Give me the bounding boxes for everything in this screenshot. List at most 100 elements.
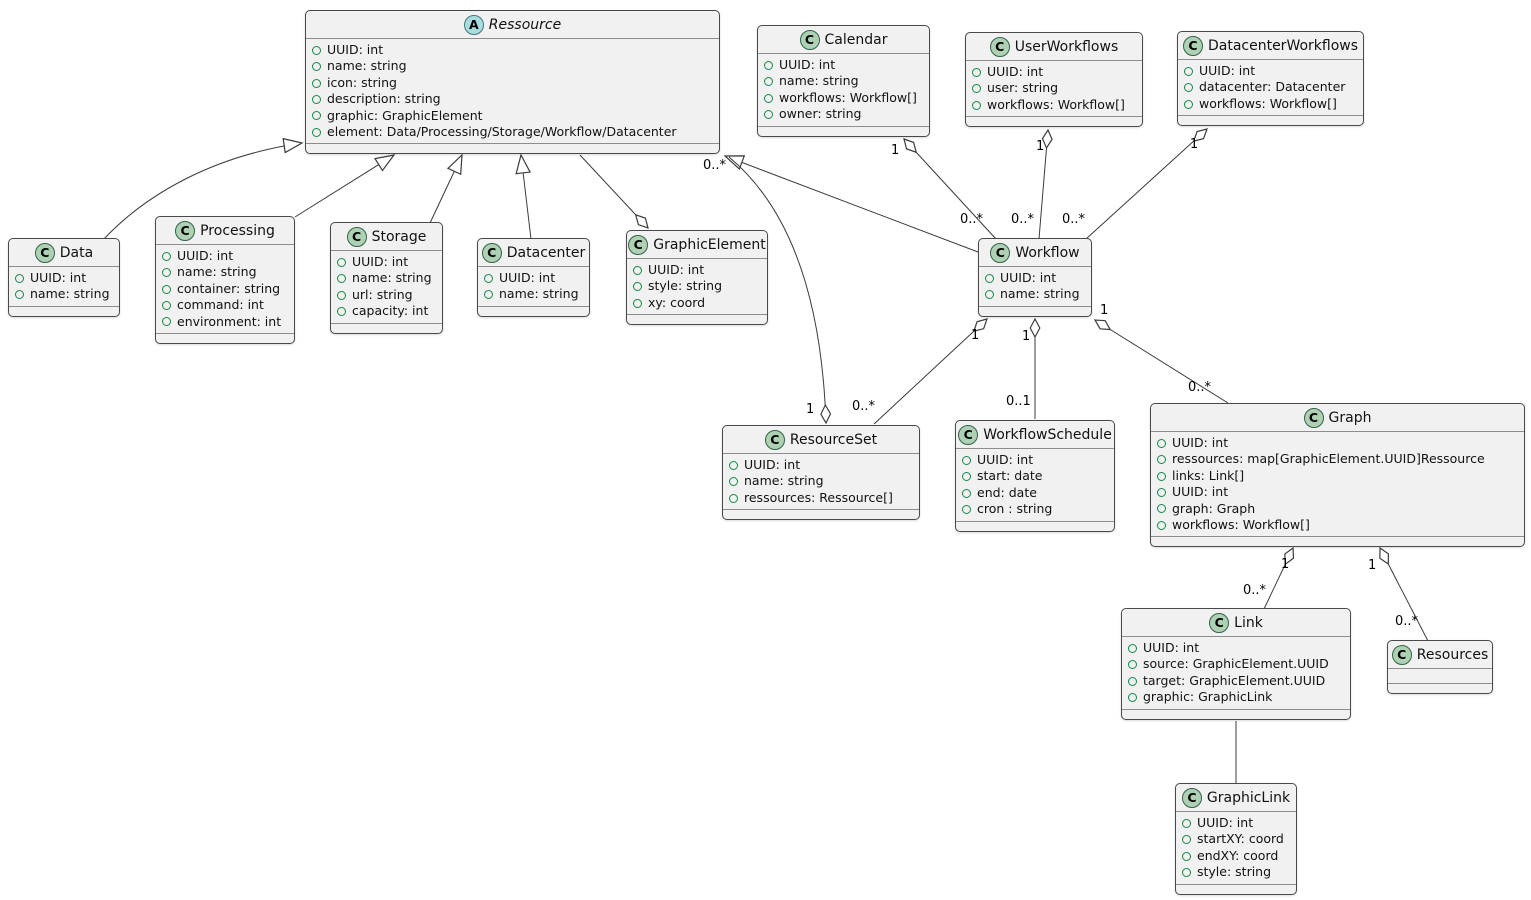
attribute-text: workflows: Workflow[] (1199, 95, 1337, 111)
attribute-row: UUID: int (985, 270, 1083, 286)
abstract-stereotype-icon: A (463, 14, 484, 35)
attribute-text: workflows: Workflow[] (1172, 517, 1310, 533)
attribute-row: UUID: int (1182, 815, 1288, 831)
multiplicity-label: 0..* (1243, 583, 1267, 598)
attribute-text: name: string (327, 58, 407, 74)
class-stereotype-icon: C (1182, 35, 1203, 56)
attribute-row: capacity: int (337, 303, 434, 319)
attribute-text: style: string (648, 278, 723, 294)
field-visibility-icon (1157, 504, 1166, 514)
attribute-row: container: string (162, 281, 286, 297)
attribute-text: endXY: coord (1197, 847, 1279, 863)
methods-compartment (478, 305, 589, 316)
field-visibility-icon (162, 268, 171, 278)
class-stereotype-icon: C (481, 242, 502, 263)
field-visibility-icon (15, 273, 24, 283)
multiplicity-label: 0..* (960, 212, 984, 227)
field-visibility-icon (962, 504, 971, 514)
attribute-row: UUID: int (312, 42, 711, 58)
attribute-text: UUID: int (1143, 640, 1200, 655)
field-visibility-icon (484, 273, 493, 283)
class-title: Resources (1416, 646, 1489, 663)
attribute-text: UUID: int (987, 64, 1044, 79)
methods-compartment (9, 305, 119, 316)
class-header: C ResourceSet (723, 426, 919, 453)
edge-processing-extends-ressource (294, 154, 396, 218)
attribute-text: UUID: int (499, 270, 556, 285)
attribute-row: UUID: int (729, 457, 911, 473)
attribute-row: name: string (15, 286, 111, 302)
attribute-text: ressources: Ressource[] (744, 489, 893, 505)
class-title: UserWorkflows (1014, 38, 1119, 55)
field-visibility-icon (1182, 851, 1191, 861)
multiplicity-label: 0..* (1062, 212, 1086, 227)
attribute-row: UUID: int (1128, 640, 1342, 656)
class-stereotype-icon: C (764, 429, 785, 450)
attribute-row: endXY: coord (1182, 848, 1288, 864)
field-visibility-icon (1128, 660, 1137, 670)
methods-compartment (156, 333, 294, 343)
methods-compartment (956, 520, 1114, 531)
attribute-list (1388, 668, 1492, 683)
attribute-row: cron : string (962, 501, 1106, 517)
class-title: Data (59, 244, 94, 261)
field-visibility-icon (764, 60, 773, 70)
multiplicity-label: 1 (1190, 137, 1199, 152)
class-resources: C Resources (1387, 640, 1493, 694)
multiplicity-label: 0..* (1395, 614, 1419, 629)
field-visibility-icon (312, 127, 321, 137)
methods-compartment (1151, 536, 1524, 546)
attribute-row: element: Data/Processing/Storage/Workflo… (312, 124, 711, 140)
attribute-text: UUID: int (1199, 63, 1256, 78)
class-header: C Link (1122, 609, 1350, 636)
class-title: ResourceSet (789, 431, 878, 448)
attribute-text: name: string (352, 270, 432, 286)
attribute-row: UUID: int (162, 248, 286, 264)
attribute-row: datacenter: Datacenter (1184, 79, 1355, 95)
attribute-row: name: string (729, 473, 911, 489)
multiplicity-label: 1 (891, 143, 900, 158)
multiplicity-label: 0..* (1011, 212, 1035, 227)
attribute-text: source: GraphicElement.UUID (1143, 656, 1329, 672)
attribute-row: graphic: GraphicElement (312, 108, 711, 124)
field-visibility-icon (633, 298, 642, 308)
attribute-text: user: string (987, 80, 1059, 96)
attribute-row: UUID: int (1184, 63, 1355, 79)
attribute-row: ressources: map[GraphicElement.UUID]Ress… (1157, 451, 1516, 467)
field-visibility-icon (764, 93, 773, 103)
methods-compartment (306, 143, 719, 153)
class-stereotype-icon: C (1303, 407, 1324, 428)
multiplicity-label: 1 (806, 402, 815, 417)
field-visibility-icon (1157, 455, 1166, 465)
attribute-row: UUID: int (1157, 435, 1516, 451)
field-visibility-icon (633, 282, 642, 292)
class-stereotype-icon: C (799, 29, 820, 50)
attribute-text: graphic: GraphicLink (1143, 689, 1273, 705)
multiplicity-label: 1 (971, 328, 980, 343)
attribute-row: xy: coord (633, 295, 759, 311)
attribute-row: startXY: coord (1182, 831, 1288, 847)
field-visibility-icon (985, 290, 994, 300)
attribute-row: UUID: int (962, 452, 1106, 468)
attribute-row: UUID: int (1157, 484, 1516, 500)
attribute-text: name: string (744, 473, 824, 489)
attribute-row: end: date (962, 485, 1106, 501)
field-visibility-icon (162, 317, 171, 327)
class-stereotype-icon: C (628, 234, 649, 255)
attribute-row: UUID: int (633, 262, 759, 278)
multiplicity-label: 1 (1281, 557, 1290, 572)
field-visibility-icon (1184, 66, 1193, 76)
attribute-text: name: string (1000, 286, 1080, 302)
